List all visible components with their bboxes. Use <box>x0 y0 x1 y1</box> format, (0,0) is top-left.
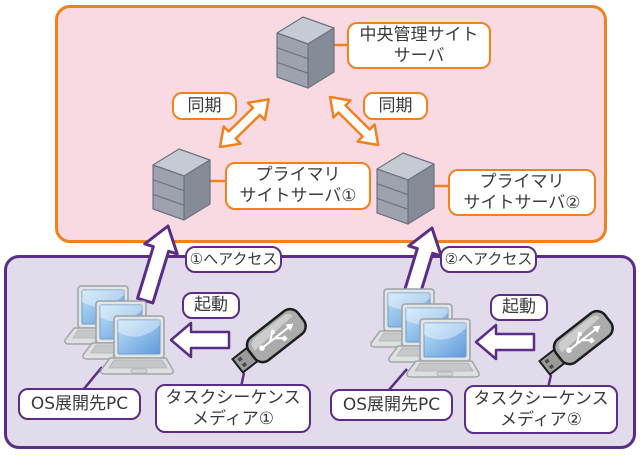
usb1-flash-drive-icon <box>227 303 311 379</box>
sync-right-label: 同期 <box>363 92 428 120</box>
boot2-label: 起動 <box>490 294 548 321</box>
os-deploy-pc2-label: OS展開先PC <box>330 389 453 421</box>
central-server-icon <box>276 16 335 89</box>
central-site-server-label: 中央管理サイト サーバ <box>347 22 491 69</box>
boot1-label: 起動 <box>182 292 240 319</box>
primary-site-server2-label: プライマリ サイトサーバ② <box>448 169 596 216</box>
boot2-left-arrow-icon <box>474 323 536 361</box>
primary-site-server1-label: プライマリ サイトサーバ① <box>225 162 371 210</box>
primary1-server-icon <box>152 148 211 221</box>
usb2-flash-drive-icon <box>534 305 618 381</box>
pc1-label-connector <box>82 366 103 391</box>
sync-left-label: 同期 <box>172 92 237 120</box>
task-sequence-media2-label: タスクシーケンス メディア② <box>464 385 618 434</box>
task-sequence-media1-label: タスクシーケンス メディア① <box>155 384 311 433</box>
access1-label: ①へアクセス <box>185 246 282 273</box>
pc1-laptop-stack-icon <box>65 286 173 374</box>
access1-up-arrow-icon <box>127 219 186 308</box>
pc2-label-connector <box>387 368 408 392</box>
boot1-left-arrow-icon <box>169 321 231 359</box>
primary2-server-icon <box>376 152 435 225</box>
pc2-laptop-stack-icon <box>371 289 479 377</box>
access2-label: ②へアクセス <box>440 246 537 273</box>
os-deploy-pc1-label: OS展開先PC <box>18 388 141 420</box>
